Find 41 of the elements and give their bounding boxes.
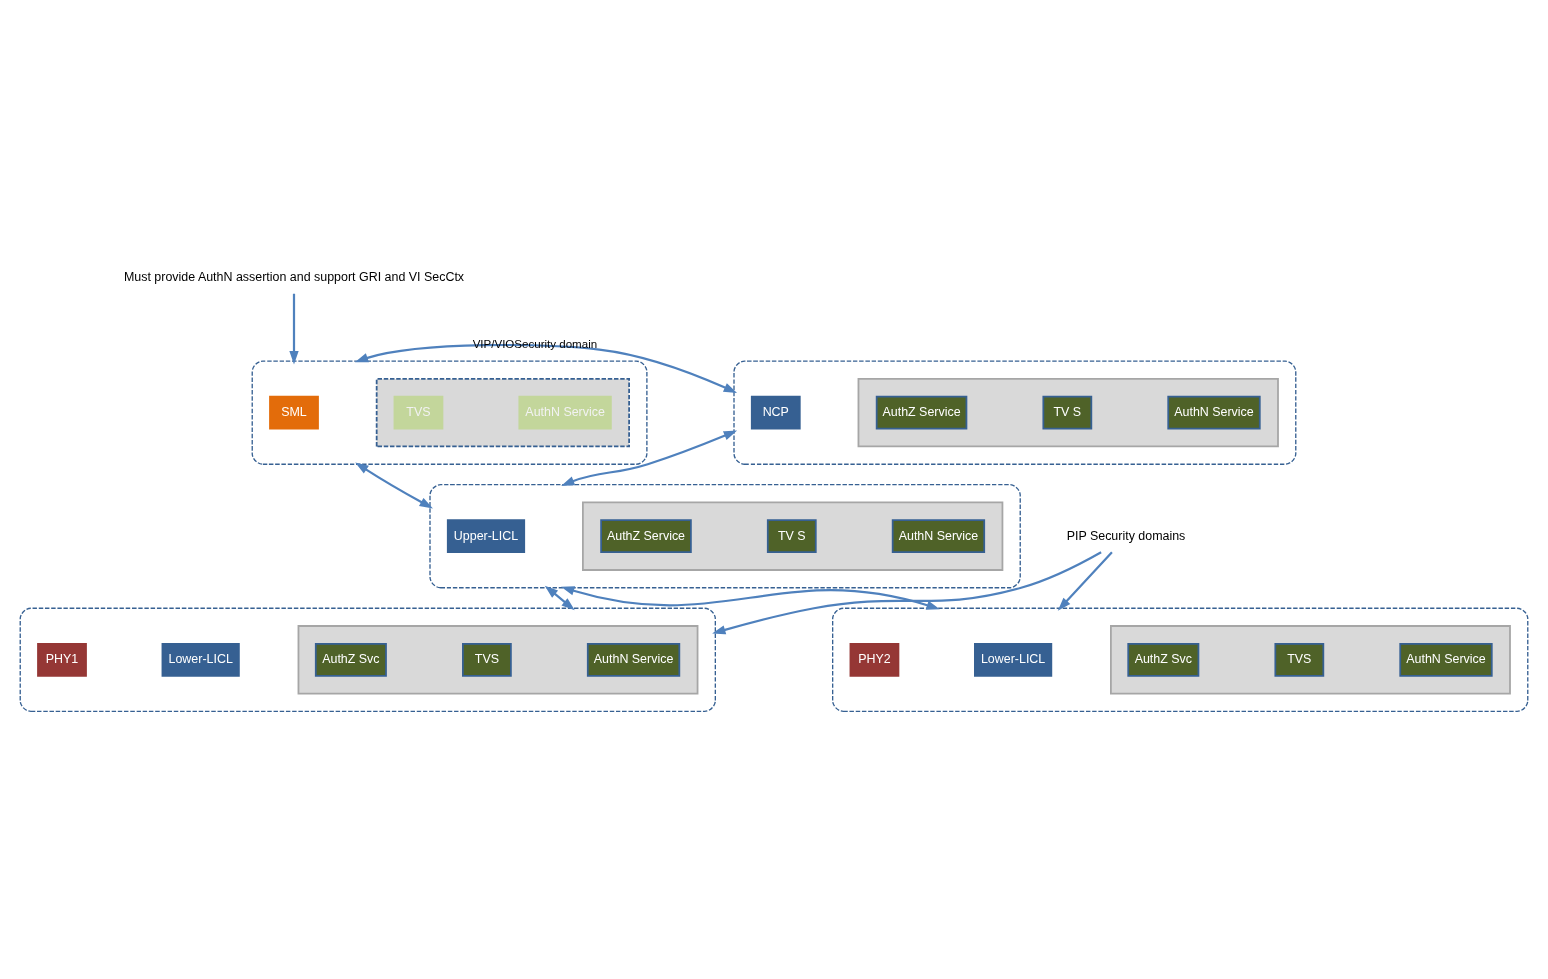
node-box: Lower-LICL: [974, 642, 1053, 677]
cluster: [582, 501, 1004, 571]
node-box: AuthZ Svc: [314, 642, 387, 677]
node-box: TV S: [1042, 395, 1093, 430]
cluster: [857, 377, 1279, 447]
node-box: Upper-LICL: [446, 518, 526, 553]
node-box: TVS: [1274, 642, 1325, 677]
arrow: [355, 461, 433, 508]
arrow: [289, 293, 299, 364]
node-box: NCP: [750, 395, 801, 430]
cluster: [251, 359, 648, 465]
arrow: [544, 585, 575, 610]
node-box: Lower-LICL: [161, 642, 240, 677]
node-box: AuthZ Service: [600, 518, 692, 553]
arrow: [561, 429, 738, 486]
node-text: PIP Security domains: [1066, 528, 1186, 543]
cluster: [429, 483, 1021, 588]
cluster: [1110, 624, 1511, 694]
node-box: AuthN Service: [891, 518, 986, 553]
cluster: [297, 624, 699, 694]
node-box: AuthN Service: [518, 395, 612, 430]
node-box: AuthN Service: [1399, 642, 1493, 677]
node-box: TVS: [462, 642, 512, 677]
node-box: SML: [269, 395, 319, 430]
node-text: Must provide AuthN assertion and support GRI and VI SecCtx: [123, 269, 465, 284]
node-box: TVS: [393, 395, 444, 430]
node-box: AuthZ Svc: [1127, 642, 1200, 677]
cluster: [832, 607, 1529, 712]
arrow: [561, 585, 940, 610]
node-box: TV S: [766, 518, 817, 553]
cluster: [375, 377, 630, 447]
node-box: PHY2: [849, 642, 900, 677]
node-box: PHY1: [37, 642, 87, 677]
node-box: AuthZ Service: [875, 395, 968, 430]
node-box: AuthN Service: [586, 642, 681, 677]
arrow: [712, 550, 1102, 634]
arrow: [1057, 551, 1113, 611]
cluster: [19, 607, 716, 712]
cluster: [733, 359, 1297, 465]
arrow: [354, 343, 738, 393]
node-box: AuthN Service: [1167, 395, 1261, 430]
